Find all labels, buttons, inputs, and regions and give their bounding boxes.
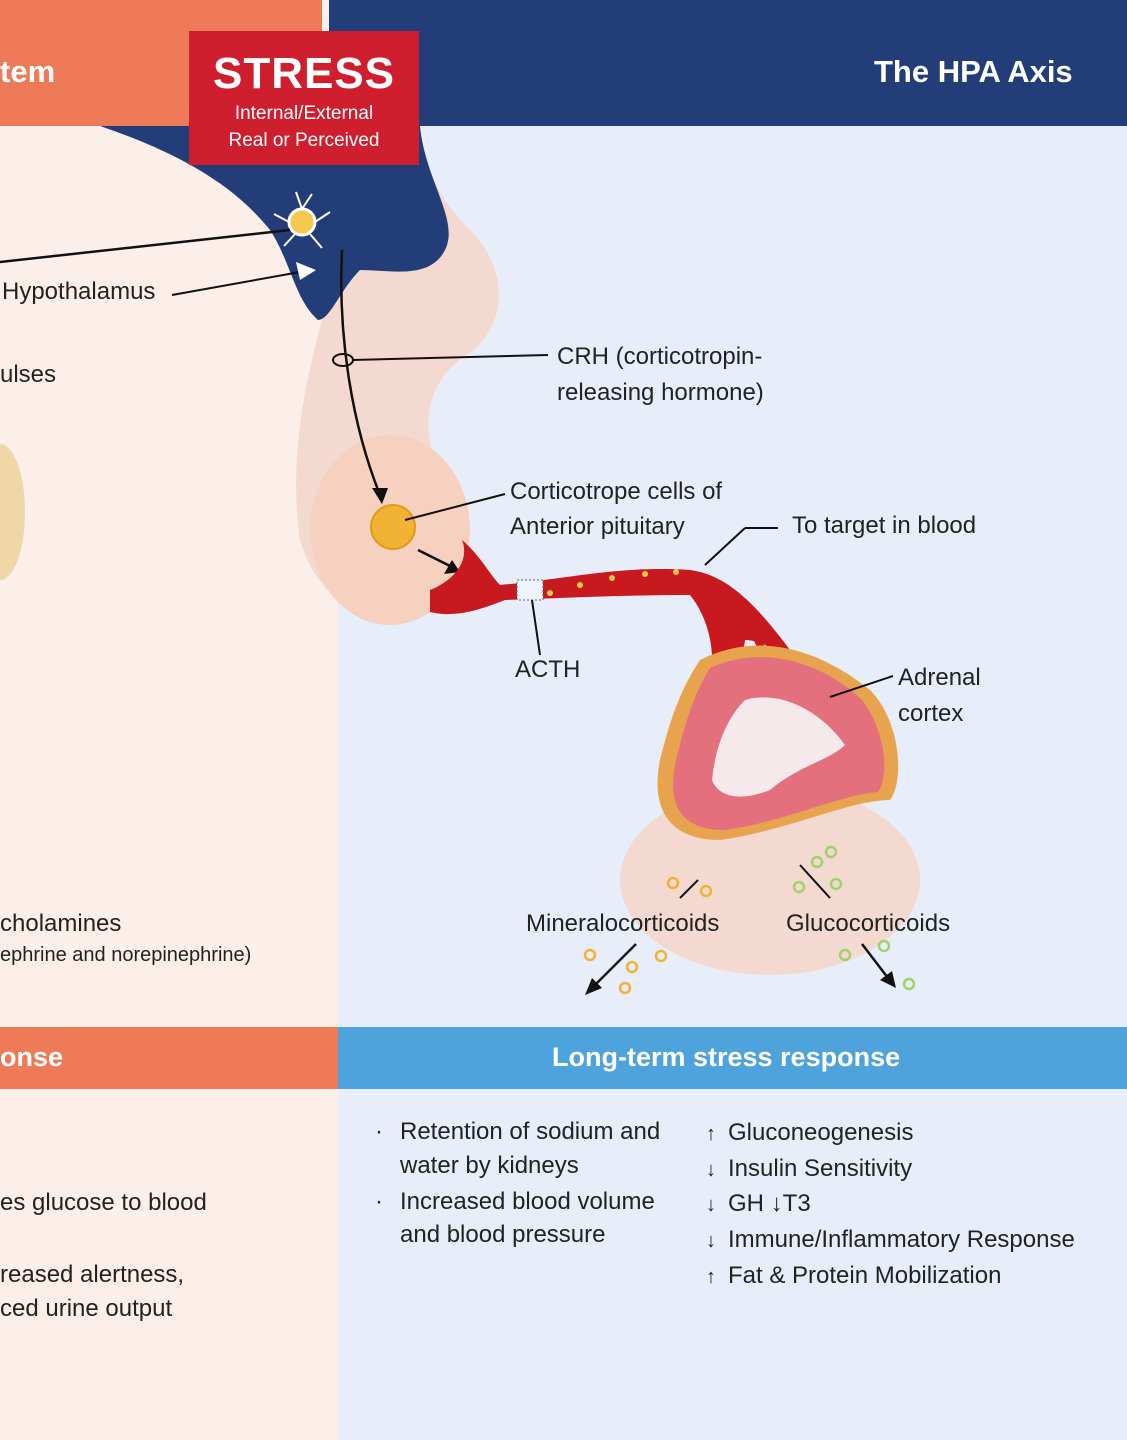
corticotrope-label-line1: Corticotrope cells of — [510, 474, 722, 510]
long-term-bullet-1-line2: water by kidneys — [400, 1149, 579, 1183]
gluco-arrow-line — [862, 944, 888, 978]
short-term-effect-1: es glucose to blood — [0, 1186, 207, 1220]
acth-label: ACTH — [515, 652, 580, 688]
down-arrow-icon: ↓ — [706, 1191, 728, 1219]
stress-subtitle-line2: Real or Perceived — [189, 130, 419, 152]
short-term-effect-2: reased alertness, — [0, 1258, 184, 1292]
catecholamines-label: cholamines — [0, 906, 121, 942]
long-term-band-title: Long-term stress response — [552, 1042, 900, 1073]
left-header-title: tem — [0, 54, 55, 90]
stress-title: STRESS — [189, 49, 419, 99]
long-term-bullet-1-marker: · — [375, 1115, 383, 1149]
long-term-band: Long-term stress response — [338, 1027, 1127, 1089]
long-term-bullet-2-line2: and blood pressure — [400, 1218, 605, 1252]
effect-text-2: Insulin Sensitivity — [728, 1155, 912, 1182]
effect-row-4: ↓Immune/Inflammatory Response — [706, 1223, 1075, 1257]
effect-text-5: Fat & Protein Mobilization — [728, 1262, 1001, 1289]
long-term-bullet-1-line1: Retention of sodium and — [400, 1115, 660, 1149]
effect-row-3: ↓GH ↓T3 — [706, 1187, 811, 1221]
effect-row-2: ↓Insulin Sensitivity — [706, 1152, 912, 1186]
effect-row-5: ↑Fat & Protein Mobilization — [706, 1259, 1001, 1293]
effect-text-3: GH ↓T3 — [728, 1190, 811, 1217]
glucocorticoids-label: Glucocorticoids — [786, 906, 950, 942]
impulses-label: ulses — [0, 357, 56, 393]
acth-sample-box — [517, 580, 543, 600]
short-term-band-title: onse — [0, 1042, 63, 1073]
long-term-bullet-2-marker: · — [375, 1185, 383, 1219]
down-arrow-icon: ↓ — [706, 1227, 728, 1255]
up-arrow-icon: ↑ — [706, 1120, 728, 1148]
effect-text-4: Immune/Inflammatory Response — [728, 1226, 1075, 1253]
hypothalamus-pointer-line — [0, 230, 290, 262]
hypothalamus-label-arrow-line — [172, 272, 300, 295]
neuron-cell — [289, 209, 315, 235]
stress-subtitle-line1: Internal/External — [189, 103, 419, 125]
effect-row-1: ↑Gluconeogenesis — [706, 1116, 913, 1150]
stress-box: STRESS Internal/External Real or Perceiv… — [189, 31, 419, 165]
mineralocorticoids-label: Mineralocorticoids — [526, 906, 719, 942]
gluco-arrowhead — [880, 971, 896, 988]
down-arrow-icon: ↓ — [706, 1156, 728, 1184]
adrenal-label-line2: cortex — [898, 696, 963, 732]
short-term-effect-3: ced urine output — [0, 1292, 172, 1326]
left-gland — [0, 444, 25, 580]
adrenal-label-line1: Adrenal — [898, 660, 981, 696]
to-target-label: To target in blood — [792, 508, 976, 544]
catecholamines-sublabel: ephrine and norepinephrine) — [0, 940, 251, 970]
effect-text-1: Gluconeogenesis — [728, 1119, 913, 1146]
crh-label-line1: CRH (corticotropin- — [557, 339, 762, 375]
crh-label-line2: releasing hormone) — [557, 375, 764, 411]
corticotrope-cell — [371, 505, 415, 549]
hypothalamus-label: Hypothalamus — [2, 274, 155, 310]
up-arrow-icon: ↑ — [706, 1263, 728, 1291]
long-term-bullet-2-line1: Increased blood volume — [400, 1185, 655, 1219]
corticotrope-label-line2: Anterior pituitary — [510, 509, 685, 545]
right-header-title: The HPA Axis — [874, 54, 1073, 90]
acth-pointer-line — [532, 600, 540, 655]
mineralo-arrow-line — [595, 944, 636, 985]
short-term-band: onse — [0, 1027, 338, 1089]
to-target-pointer-line — [705, 528, 745, 565]
